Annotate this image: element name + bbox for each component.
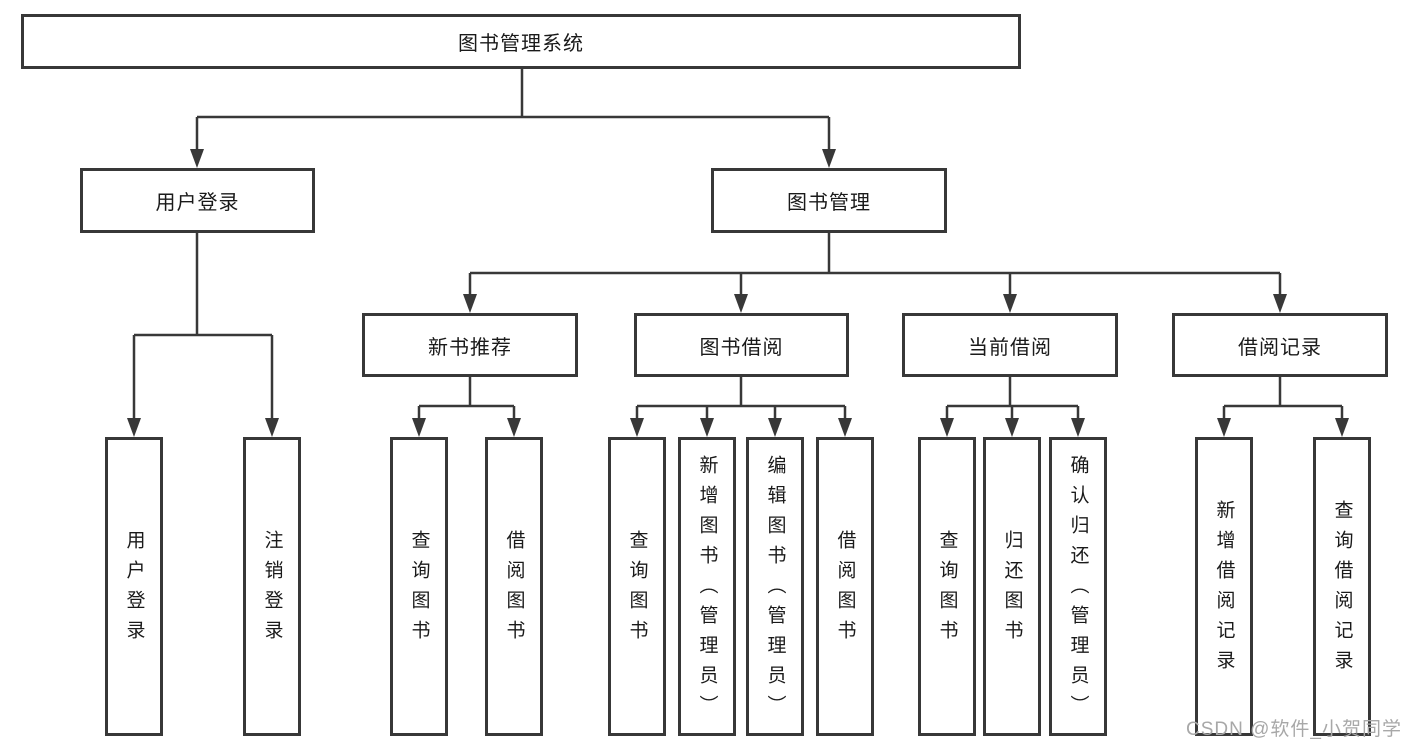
arrowhead-icon [768, 418, 782, 437]
arrowhead-icon [507, 418, 521, 437]
node-root-library-system: 图书管理系统 [21, 14, 1021, 69]
leaf-user-login: 用户登录 [105, 437, 163, 736]
node-book-borrowing: 图书借阅 [634, 313, 849, 377]
connector-lines [132, 69, 1344, 420]
arrowhead-icon [265, 418, 279, 437]
leaf-query-books-current: 查询图书 [918, 437, 976, 736]
leaf-return-books: 归还图书 [983, 437, 1041, 736]
node-borrowing-records: 借阅记录 [1172, 313, 1388, 377]
connector [132, 233, 274, 420]
arrowhead-icon [1273, 294, 1287, 313]
leaf-borrow-books-recommend: 借阅图书 [485, 437, 543, 736]
arrowhead-icon [463, 294, 477, 313]
connector [945, 377, 1080, 420]
node-user-login: 用户登录 [80, 168, 315, 233]
leaf-edit-books-admin: 编辑图书（管理员） [746, 437, 804, 736]
arrowhead-icon [630, 418, 644, 437]
connector [635, 377, 847, 420]
arrowheads [127, 149, 1349, 437]
arrowhead-icon [838, 418, 852, 437]
connector [417, 377, 516, 420]
arrowhead-icon [127, 418, 141, 437]
arrowhead-icon [1217, 418, 1231, 437]
connector [195, 69, 831, 151]
leaf-borrow-books: 借阅图书 [816, 437, 874, 736]
arrowhead-icon [1071, 418, 1085, 437]
arrowhead-icon [190, 149, 204, 168]
node-new-book-recommendation: 新书推荐 [362, 313, 578, 377]
leaf-confirm-return-admin: 确认归还（管理员） [1049, 437, 1107, 736]
arrowhead-icon [940, 418, 954, 437]
arrowhead-icon [822, 149, 836, 168]
leaf-query-books-borrow: 查询图书 [608, 437, 666, 736]
node-book-management: 图书管理 [711, 168, 947, 233]
arrowhead-icon [700, 418, 714, 437]
leaf-add-books-admin: 新增图书（管理员） [678, 437, 736, 736]
leaf-add-borrow-record: 新增借阅记录 [1195, 437, 1253, 736]
arrowhead-icon [412, 418, 426, 437]
node-current-borrowing: 当前借阅 [902, 313, 1118, 377]
arrowhead-icon [1003, 294, 1017, 313]
leaf-query-books-recommend: 查询图书 [390, 437, 448, 736]
arrowhead-icon [734, 294, 748, 313]
arrowhead-icon [1335, 418, 1349, 437]
connector [1222, 377, 1344, 420]
leaf-logout: 注销登录 [243, 437, 301, 736]
csdn-watermark: CSDN @软件_小贺同学 [1186, 719, 1402, 740]
arrowhead-icon [1005, 418, 1019, 437]
connector [468, 233, 1282, 296]
leaf-query-borrow-record: 查询借阅记录 [1313, 437, 1371, 736]
